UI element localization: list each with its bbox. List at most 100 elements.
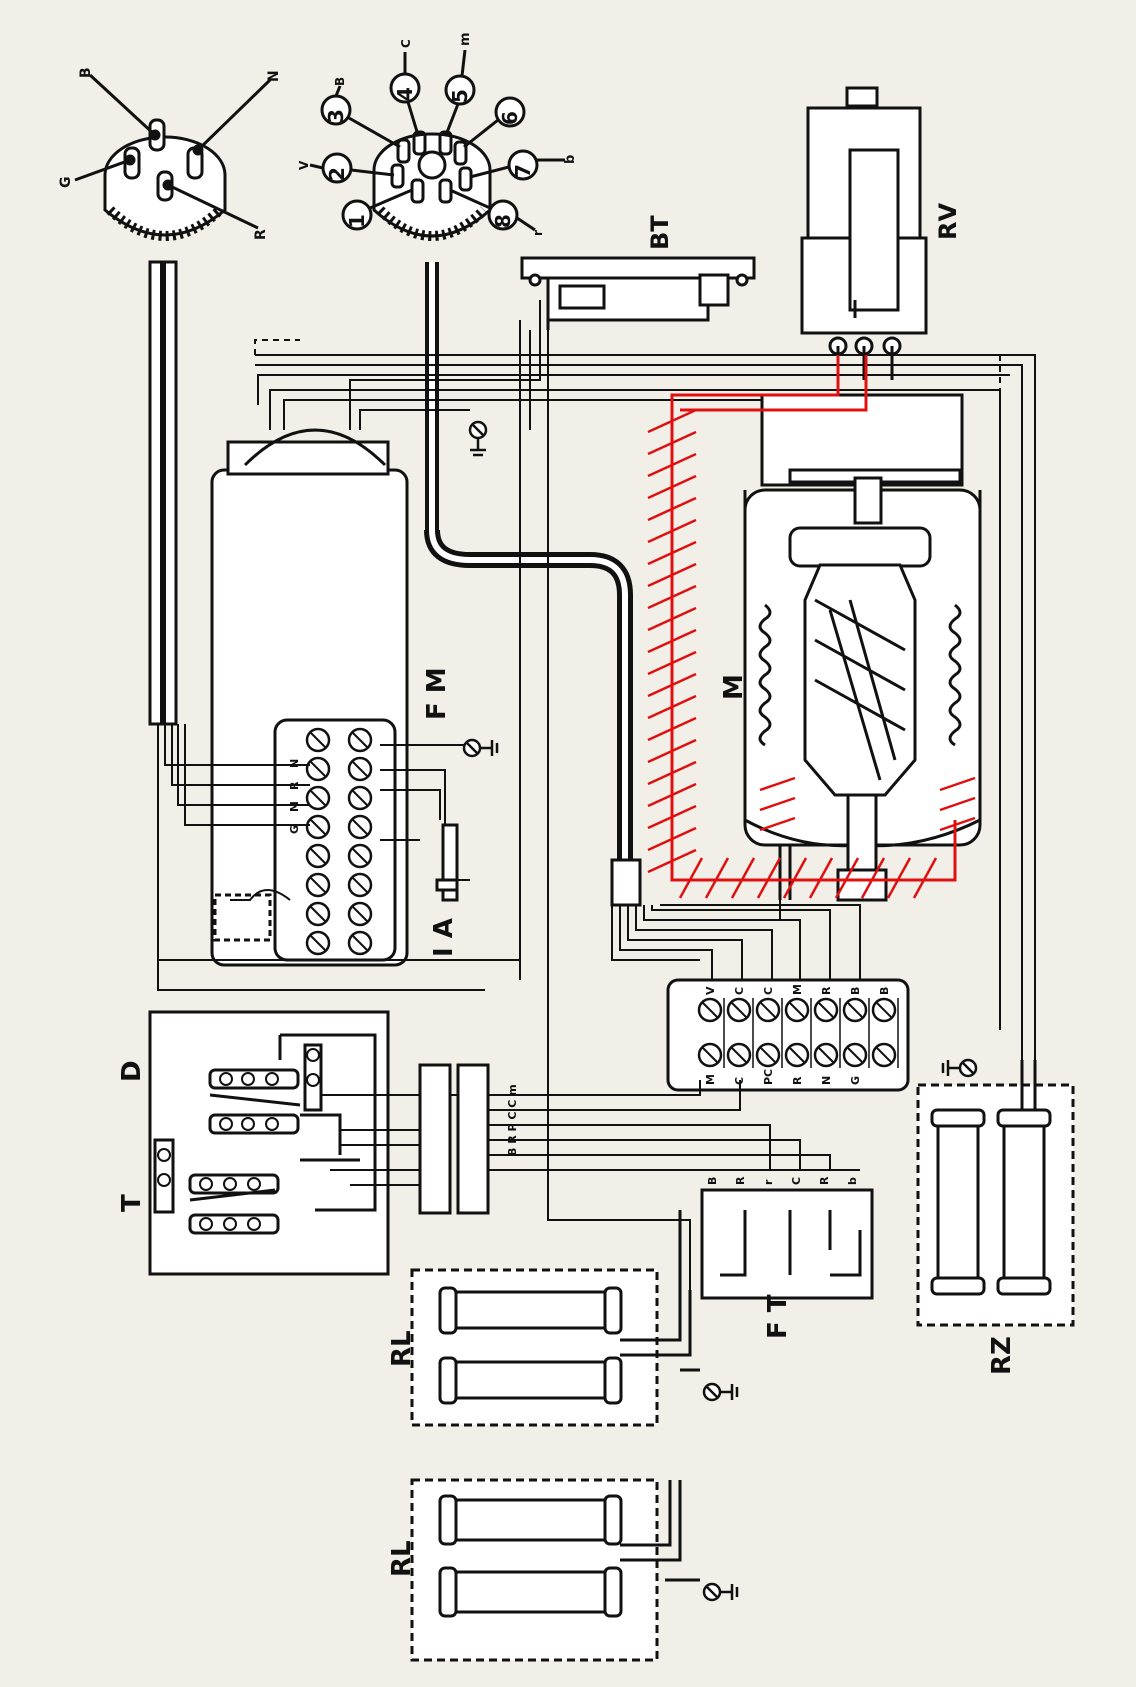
ft-bottom-letter: PC: [762, 1069, 775, 1085]
hatch-mark: [939, 816, 976, 832]
hatch-mark: [756, 857, 782, 899]
ft-lower-letter: r: [762, 1179, 775, 1185]
hatch-mark: [647, 452, 697, 478]
pin-letter-v: V: [297, 160, 311, 170]
hatch-mark: [647, 518, 697, 544]
hatch-mark: [647, 408, 697, 434]
terminal-screw: [784, 997, 810, 1023]
terminal-screw: [784, 1042, 810, 1068]
cable-left: [148, 260, 178, 726]
ground-icon: [468, 420, 488, 457]
ft-top-letter: B: [849, 987, 862, 995]
hatch-mark: [647, 672, 697, 698]
label-rz: RZ: [987, 1336, 1017, 1375]
hatch-mark: [647, 628, 697, 654]
ft-bottom-letter: N: [820, 1076, 833, 1085]
hatch-mark: [647, 826, 697, 852]
terminal-screw: [726, 997, 752, 1023]
terminal-screw: [697, 1042, 723, 1068]
terminal-screw: [305, 814, 331, 840]
pin-number-1: 1: [345, 214, 369, 228]
fm-board: [210, 428, 409, 967]
ft-lower-letter: B: [706, 1177, 719, 1185]
hatch-mark: [834, 857, 860, 899]
terminal-screw: [871, 1042, 897, 1068]
ft-top-letter: R: [820, 986, 833, 995]
terminal-screw: [305, 901, 331, 927]
terminal-screw: [347, 814, 373, 840]
hatch-mark: [939, 776, 976, 792]
hatch-mark: [647, 738, 697, 764]
connector-rack: [418, 1063, 490, 1215]
pin-number-7: 7: [511, 164, 535, 178]
hatch-mark: [647, 584, 697, 610]
terminal-screw: [347, 756, 373, 782]
panel-ft-wiring: [320, 1020, 860, 1320]
motor-ft-wiring: [611, 900, 861, 1000]
pin-number-2: 2: [325, 167, 349, 181]
label-d: D: [117, 1060, 147, 1082]
pin-number-6: 6: [498, 111, 522, 125]
hatch-mark: [647, 474, 697, 500]
hatch-mark: [782, 857, 808, 899]
terminal-screw: [347, 901, 373, 927]
hatch-mark: [759, 816, 796, 832]
hatch-mark: [647, 430, 697, 456]
ft-lower-letter: b: [846, 1177, 859, 1185]
terminal-screw: [347, 843, 373, 869]
pin-letter-m: m: [458, 32, 473, 46]
connector-4pin: [74, 73, 272, 241]
fm-letter: N: [288, 759, 301, 768]
hatch-mark: [759, 776, 796, 792]
highlight-hatch-marks: [647, 408, 976, 899]
fm-letter: M: [288, 801, 301, 812]
hatch-mark: [647, 716, 697, 742]
hatch-mark: [860, 857, 886, 899]
terminal-screws-panel: [157, 1048, 320, 1231]
ground-icon: [941, 1058, 978, 1078]
pin-letter-c: C: [399, 39, 413, 48]
ft-terminal-strip: [666, 978, 910, 1092]
hatch-mark: [647, 562, 697, 588]
hatch-mark: [647, 496, 697, 522]
ft-top-letter: B: [878, 987, 891, 995]
terminal-screw: [347, 872, 373, 898]
ground-icon: [702, 1382, 739, 1402]
ft-top-letter: M: [791, 984, 804, 995]
hatch-mark: [647, 804, 697, 830]
hatch-mark: [647, 650, 697, 676]
d-t-panel: [148, 1010, 390, 1276]
terminal-screw: [842, 997, 868, 1023]
pin-label-g: G: [58, 177, 74, 189]
label-rl-lower: RL: [387, 1540, 417, 1577]
pin-number-5: 5: [448, 89, 472, 103]
ft-top-letter: V: [704, 986, 717, 995]
ft-lower-letter: C: [790, 1177, 803, 1185]
label-t: T: [117, 1194, 147, 1212]
terminal-screw: [305, 930, 331, 956]
pin-number-8: 8: [491, 214, 515, 228]
terminal-screw: [305, 872, 331, 898]
label-fm: F M: [422, 667, 452, 720]
fm-terminal-strip: [305, 727, 373, 956]
connector-8pin: [309, 49, 565, 241]
rl-block-lower: [410, 1478, 700, 1662]
rl-block-upper: [410, 1210, 700, 1427]
terminal-screw: [755, 997, 781, 1023]
hatch-mark: [647, 606, 697, 632]
pin-label-b: B: [78, 67, 94, 78]
rv-regulator: [800, 86, 928, 380]
pin-label-n: N: [266, 70, 282, 82]
label-bt: BT: [646, 215, 674, 250]
ft-bottom-letter: R: [791, 1076, 804, 1085]
fm-letter: G: [288, 825, 301, 834]
terminal-screw: [871, 997, 897, 1023]
hatch-mark: [939, 796, 976, 812]
ft-lower-letter: R: [818, 1176, 831, 1185]
terminal-screw: [813, 1042, 839, 1068]
pin-letter-b-lower: b: [563, 155, 578, 164]
hatch-mark: [886, 857, 912, 899]
rz-resistor-block: [916, 1060, 1075, 1327]
label-m: M: [719, 674, 749, 700]
